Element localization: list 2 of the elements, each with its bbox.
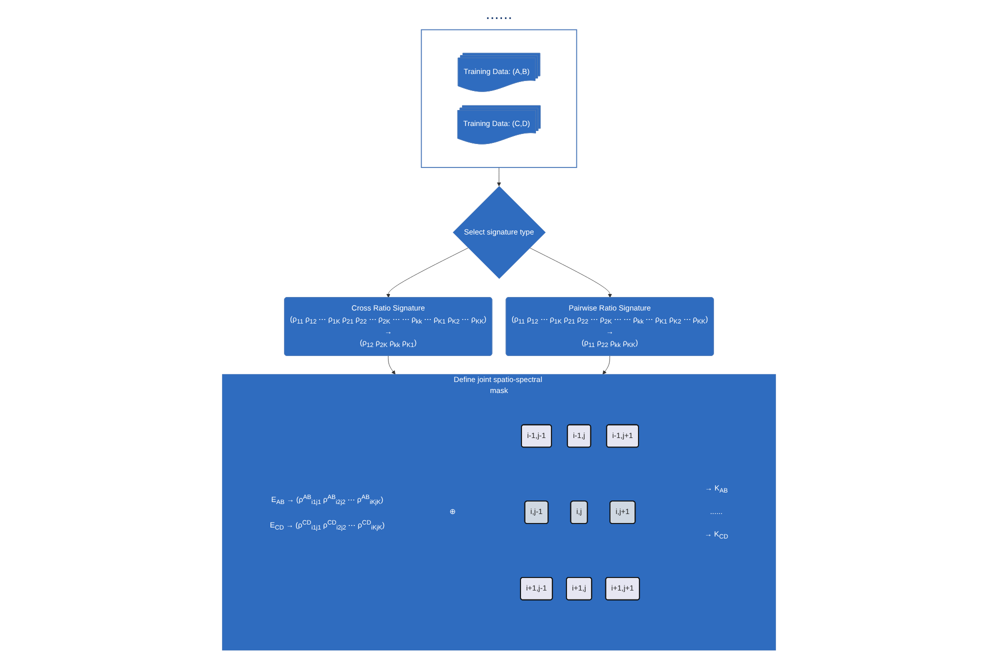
ellipsis-label: ...... bbox=[486, 6, 512, 24]
cluster bbox=[420, 29, 578, 168]
